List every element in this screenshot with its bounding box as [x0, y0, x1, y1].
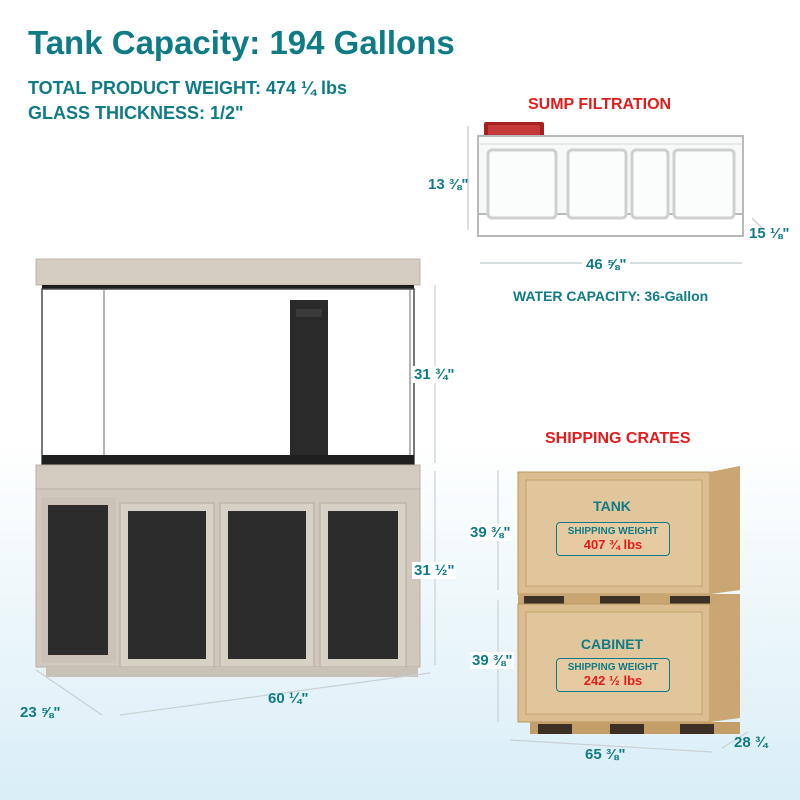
sump-illustration — [467, 122, 765, 264]
crate-top-weight-label: SHIPPING WEIGHT — [567, 526, 659, 537]
sump-water-capacity: WATER CAPACITY: 36-Gallon — [513, 288, 709, 304]
sump-width-dim: 46 ⅝" — [582, 256, 631, 273]
glass-thickness-spec: GLASS THICKNESS: 1/2" — [28, 103, 244, 123]
crates-illustration — [497, 466, 749, 753]
tank-width-dim: 60 ¼" — [268, 690, 309, 707]
tank-height-dim: 31 ¾" — [412, 366, 457, 383]
crate-bottom-weight-label: SHIPPING WEIGHT — [567, 662, 659, 673]
crate-bottom-weight: 242 ½ lbs — [583, 673, 643, 688]
sump-heading: SUMP FILTRATION — [528, 96, 672, 113]
crate-top-height-dim: 39 ⅜" — [468, 524, 513, 541]
crate-bottom-label: CABINET — [580, 636, 644, 652]
sump-depth-dim: 15 ⅛" — [749, 225, 790, 242]
sump-height-dim: 13 ⅜" — [428, 176, 469, 193]
total-weight-spec: TOTAL PRODUCT WEIGHT: 474 ¼ lbs — [28, 78, 348, 98]
crate-bottom-height-dim: 39 ⅜" — [470, 652, 515, 669]
page-title: Tank Capacity: 194 Gallons — [28, 24, 455, 61]
crates-heading: SHIPPING CRATES — [545, 430, 691, 447]
crates-depth-dim: 28 ¾ — [734, 734, 768, 751]
aquarium-illustration — [35, 258, 436, 716]
cabinet-height-dim: 31 ½" — [412, 562, 457, 579]
crates-width-dim: 65 ⅜" — [585, 746, 626, 763]
crate-top-label: TANK — [593, 498, 631, 514]
crate-top-weight: 407 ¾ lbs — [583, 537, 643, 552]
tank-depth-dim: 23 ⅝" — [20, 704, 61, 721]
